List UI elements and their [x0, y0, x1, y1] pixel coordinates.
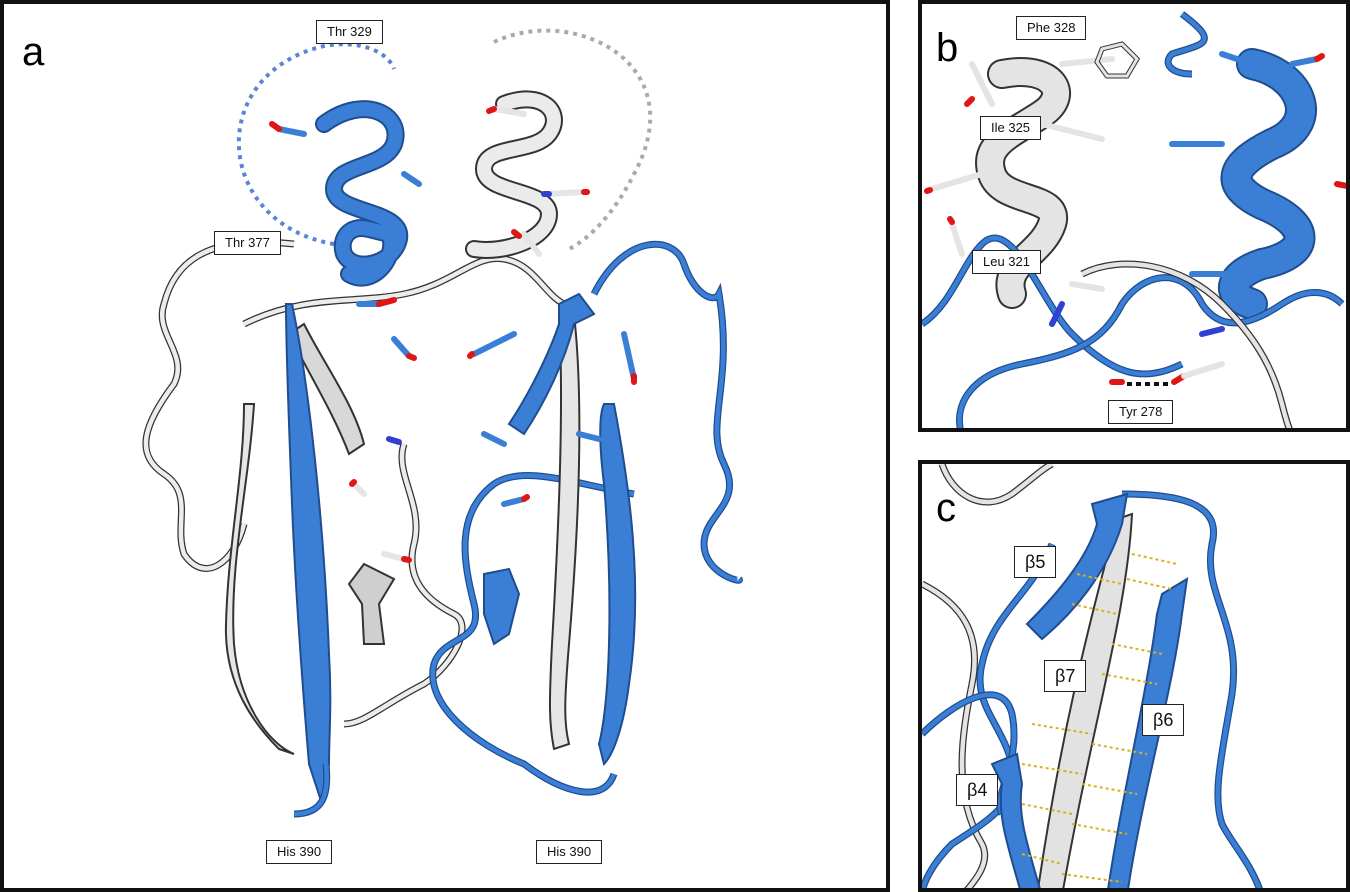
- label-his390-right: His 390: [536, 840, 603, 864]
- label-beta5: β5: [1014, 546, 1057, 578]
- blue-coil-c1: [1121, 490, 1263, 888]
- blue-strand-b4: [990, 752, 1041, 888]
- hbonds-c: [1021, 553, 1178, 883]
- panel-c-letter: c: [936, 486, 956, 530]
- panel-a-structure: [142, 28, 743, 818]
- panel-b-letter: b: [936, 26, 959, 70]
- label-beta4: β4: [956, 774, 999, 806]
- blue-strand-right-main: [597, 403, 637, 766]
- label-thr329: Thr 329: [316, 20, 383, 44]
- label-thr377: Thr 377: [214, 231, 281, 255]
- white-coil-c-top: [938, 464, 1054, 506]
- label-beta6: β6: [1142, 704, 1185, 736]
- white-strand-center-arrow: [347, 562, 396, 645]
- panel-a-letter: a: [22, 30, 45, 74]
- panel-c: c β5 β7 β6 β4: [918, 460, 1350, 892]
- side-chains-a: [269, 106, 637, 563]
- panel-a: a Thr 329 Thr 377 His 390 His 390: [0, 0, 890, 892]
- blue-strand-left: [284, 303, 332, 805]
- panel-b-structure: [922, 11, 1346, 428]
- side-chains-b: [924, 41, 1346, 385]
- blue-strand-right-arrow: [507, 292, 596, 436]
- panel-c-structure: [922, 464, 1263, 888]
- white-strand-right: [548, 313, 581, 751]
- label-his390-left: His 390: [266, 840, 333, 864]
- label-ile325: Ile 325: [980, 116, 1042, 140]
- panel-b: b Phe 328 Ile 325 Leu 321 Tyr 278: [918, 0, 1350, 432]
- label-tyr278: Tyr 278: [1108, 400, 1174, 424]
- white-strand-b7: [1037, 512, 1134, 888]
- label-phe328: Phe 328: [1016, 16, 1087, 40]
- white-strand-left-inner: [287, 322, 366, 456]
- disordered-loop-gray: [493, 28, 653, 251]
- disordered-loop-blue: [237, 42, 396, 246]
- label-beta7: β7: [1044, 660, 1087, 692]
- label-leu321: Leu 321: [972, 250, 1041, 274]
- blue-strand-lower-arrow: [483, 567, 521, 646]
- blue-strand-b5: [1025, 492, 1129, 641]
- white-strand-left-outer: [224, 403, 295, 755]
